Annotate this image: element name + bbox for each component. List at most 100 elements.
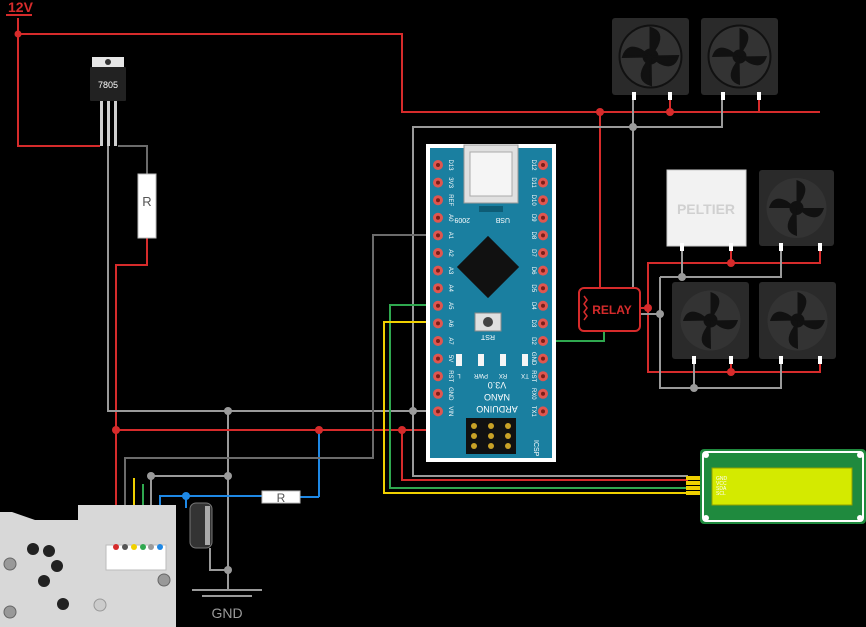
pin-label: A7 bbox=[447, 337, 453, 345]
wire-peltier-gnd bbox=[681, 248, 782, 278]
fan-3 bbox=[759, 170, 834, 251]
lcd-pin-label: GND bbox=[716, 476, 728, 482]
led-label: TX bbox=[521, 372, 529, 378]
pin-label: D7 bbox=[530, 249, 536, 257]
pin-label: 5V bbox=[447, 355, 453, 362]
pin-label: D2 bbox=[530, 337, 536, 345]
lcd-pin-label: SDA bbox=[716, 486, 727, 492]
resistor-top-label: R bbox=[142, 194, 151, 209]
led-label: RX bbox=[499, 372, 507, 378]
pin-label: 3V3 bbox=[447, 177, 453, 188]
relay-label: RELAY bbox=[592, 303, 632, 317]
wire-fan-gnd bbox=[412, 96, 634, 412]
lcd-pin-vcc[interactable] bbox=[686, 481, 700, 485]
pin-label: D13 bbox=[447, 159, 453, 171]
wire-a4 bbox=[389, 304, 688, 489]
year-label: 2009 bbox=[454, 216, 470, 223]
wire-relay-gnd-right bbox=[640, 313, 782, 389]
pin-label: TX1 bbox=[530, 406, 536, 418]
status-leds: L PWR RX TX bbox=[456, 354, 529, 378]
ground-symbol: GND bbox=[192, 589, 262, 621]
fan-5 bbox=[759, 282, 836, 364]
pin-label: A5 bbox=[447, 302, 453, 310]
peltier-label: PELTIER bbox=[677, 201, 735, 217]
wire-resistor-red bbox=[115, 238, 148, 548]
pin-label: D8 bbox=[530, 232, 536, 240]
led-l bbox=[456, 354, 462, 366]
led-label: PWR bbox=[473, 372, 488, 378]
wire-gnd-rail bbox=[107, 146, 438, 412]
pin-label: A4 bbox=[447, 285, 453, 293]
relay: RELAY bbox=[578, 287, 641, 332]
wire-relay-signal bbox=[541, 330, 605, 342]
pin-label: RST bbox=[447, 370, 453, 382]
pin-label: A3 bbox=[447, 267, 453, 275]
pin-label: REF bbox=[447, 194, 453, 206]
pin-label: RST bbox=[530, 370, 536, 382]
pin-label: GND bbox=[447, 387, 453, 401]
microcontroller-chip bbox=[456, 235, 520, 299]
led-pwr bbox=[478, 354, 484, 366]
lcd-pin-label: SCL bbox=[716, 491, 726, 497]
wire-12v-top bbox=[17, 18, 820, 113]
sensor-module bbox=[0, 505, 176, 627]
board-line3: V3.0 bbox=[488, 380, 507, 390]
capacitor bbox=[189, 502, 213, 549]
wire-cap-gray bbox=[209, 548, 228, 571]
wire-lcd-gnd bbox=[412, 412, 688, 477]
led-rx bbox=[500, 354, 506, 366]
lcd-pin-sda[interactable] bbox=[686, 486, 700, 490]
resistor-bottom-label: R bbox=[277, 491, 286, 505]
fan-4-icon bbox=[683, 292, 738, 349]
board-line1: ARDUINO bbox=[476, 404, 518, 414]
power-label: 12V bbox=[8, 0, 34, 15]
icsp-label: ICSP bbox=[532, 440, 539, 457]
pin-label: A0 bbox=[447, 214, 453, 222]
pin-label: RX0 bbox=[530, 388, 536, 400]
wire-a5 bbox=[383, 321, 688, 494]
regulator-label: 7805 bbox=[98, 80, 118, 90]
pin-label: A1 bbox=[447, 232, 453, 240]
pin-label: D12 bbox=[530, 159, 536, 171]
fan-2-icon bbox=[712, 28, 767, 85]
reset-label: RST bbox=[480, 333, 495, 340]
usb-label: USB bbox=[495, 216, 510, 223]
resistor-bottom: R bbox=[261, 490, 301, 505]
pin-label: D10 bbox=[530, 195, 536, 207]
lcd-pin-label: VCC bbox=[716, 481, 727, 487]
resistor-top: R bbox=[137, 173, 157, 239]
fan-4 bbox=[672, 282, 749, 364]
wire-12v-regulator bbox=[17, 34, 100, 147]
lcd-screen bbox=[711, 467, 853, 506]
voltage-regulator: 7805 bbox=[90, 57, 126, 146]
ground-label: GND bbox=[211, 605, 242, 621]
board-line2: NANO bbox=[484, 392, 510, 402]
pin-label: D9 bbox=[530, 214, 536, 222]
peltier-module: PELTIER bbox=[666, 169, 747, 251]
pin-label: D11 bbox=[530, 177, 536, 188]
junctions bbox=[14, 30, 735, 574]
pin-label: D5 bbox=[530, 284, 536, 292]
led-label: L bbox=[457, 372, 461, 378]
fan-3-icon bbox=[769, 180, 824, 236]
fan-1-icon bbox=[621, 26, 680, 87]
pin-label: D3 bbox=[530, 320, 536, 328]
pin-label: D6 bbox=[530, 267, 536, 275]
fan-2 bbox=[701, 18, 778, 100]
fan-1 bbox=[612, 18, 689, 100]
lcd-pin-gnd[interactable] bbox=[686, 476, 700, 480]
pin-label: A2 bbox=[447, 249, 453, 257]
lcd-pin-scl[interactable] bbox=[686, 491, 700, 495]
pin-label: GND bbox=[530, 352, 536, 366]
wire-reg-out bbox=[118, 145, 148, 174]
wire-fan2-gnd bbox=[633, 96, 723, 128]
pin-label: VIN bbox=[447, 406, 453, 416]
led-tx bbox=[522, 354, 528, 366]
wire-lcd-vcc bbox=[401, 476, 688, 481]
wire-a0 bbox=[124, 234, 438, 548]
arduino-nano: USB 2009 RST ARDUINO NANO V3.0 ICSP L PWR… bbox=[426, 144, 556, 462]
